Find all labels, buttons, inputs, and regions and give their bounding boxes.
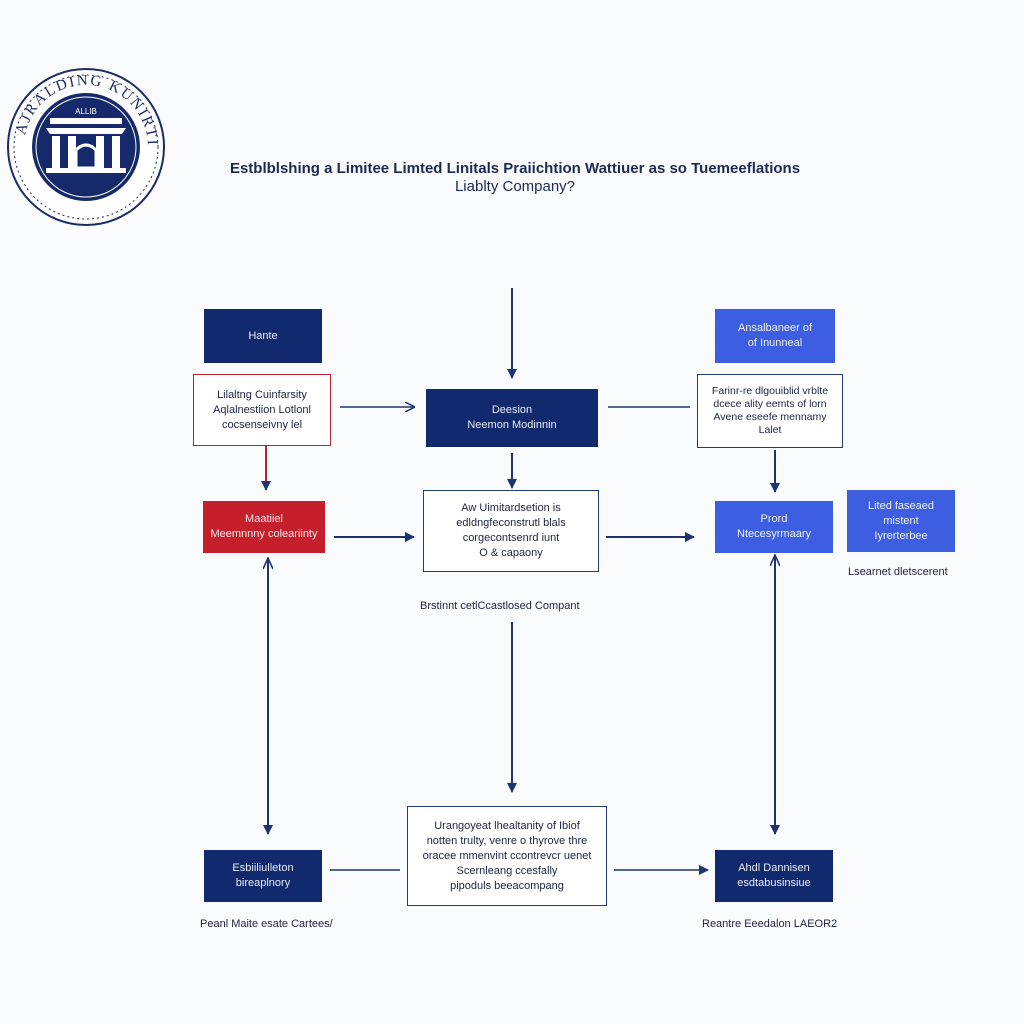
box-decision: Deesion Neemon Modinnin [426,389,598,447]
box-text: Ntecesyrmaary [737,528,811,540]
box-text: Ansalbaneer of [738,322,812,334]
box-text: Neemon Modinnin [467,419,557,431]
box-text: Deesion [491,404,533,416]
box-text: Scernleang ccesfally [456,864,558,877]
caption-bottom-right: Reantre Eeedalon LAEOR2 [702,918,838,930]
box-text: Meemnnny coleariinty [210,528,318,540]
box-top-right: Ansalbaneer of of Inunneal [715,309,835,363]
box-text: notten trulty, venre o thyrove thre [426,834,588,847]
box-text: Iyrerterbee [874,529,928,542]
box-text: cocsenseivny lel [221,418,303,431]
box-text: mistent [883,514,919,527]
box-text: Esbiiliulleton [232,862,294,874]
box-bottom-left: Esbiiliulleton bireaplnory [204,850,322,902]
box-center-outline: Aw Uimitardsetion is edldngfeconstrutl b… [423,490,599,572]
title-line-2: Liablty Company? [454,178,576,195]
box-bottom-center: Urangoyeat lhealtanity of Ibiof notten t… [407,806,607,906]
box-text: esdtabusinsiue [737,877,811,889]
box-text: Aqlalnestiion Lotlonl [213,403,311,416]
box-far-right: Lited faseaed mistent Iyrerterbee [847,490,955,552]
box-text: edldngfeconstrutl blals [456,517,566,529]
caption-far-right: Lsearnet dletscerent [848,566,948,578]
box-text: corgecontsenrd iunt [462,532,560,544]
box-left-outline: Lilaltng Cuinfarsity Aqlalnestiion Lotlo… [193,374,331,446]
box-text: pipoduls beeacompang [450,879,564,892]
box-text: Lalet [758,424,782,436]
box-text: dcece ality eemts of lorn [713,398,827,410]
box-bottom-right: Ahdl Dannisen esdtabusinsiue [715,850,833,902]
diagram-title: Estblblshing a Limitee Limted Linitals P… [200,160,830,196]
box-text: Prord [760,513,788,525]
seal-logo: AJRALDING KUNIRTIS ALLIB [2,66,165,226]
box-text: Farinr-re dlgouiblid vrblte [711,385,829,397]
box-text: Maatiiel [245,513,283,525]
box-text: Lilaltng Cuinfarsity [217,388,307,401]
box-text: oracee mmenvint ccontrevcr uenet [422,849,592,862]
box-text: Hante [248,329,278,342]
caption-bottom-left: Peanl Maite esate Cartees/ [200,918,333,930]
box-text: O & capaony [479,547,543,559]
box-right-outline: Farinr-re dlgouiblid vrblte dcece ality … [697,374,843,448]
title-line-1: Estblblshing a Limitee Limted Linitals P… [229,160,801,177]
box-top-left: Hante [204,309,322,363]
box-text: Urangoyeat lhealtanity of Ibiof [434,819,580,832]
box-text: Ahdl Dannisen [738,862,810,874]
box-right-blue: Prord Ntecesyrmaary [715,501,833,553]
caption-center: Brstinnt cetlCcastlosed Compant [420,600,580,612]
box-text: of Inunneal [747,337,803,349]
box-text: Avene eseefe mennamy [713,411,827,423]
box-text: bireaplnory [235,877,291,889]
svg-text:ALLIB: ALLIB [75,107,97,116]
box-red: Maatiiel Meemnnny coleariinty [203,501,325,553]
box-text: Lited faseaed [867,499,935,512]
box-text: Aw Uimitardsetion is [461,502,561,514]
